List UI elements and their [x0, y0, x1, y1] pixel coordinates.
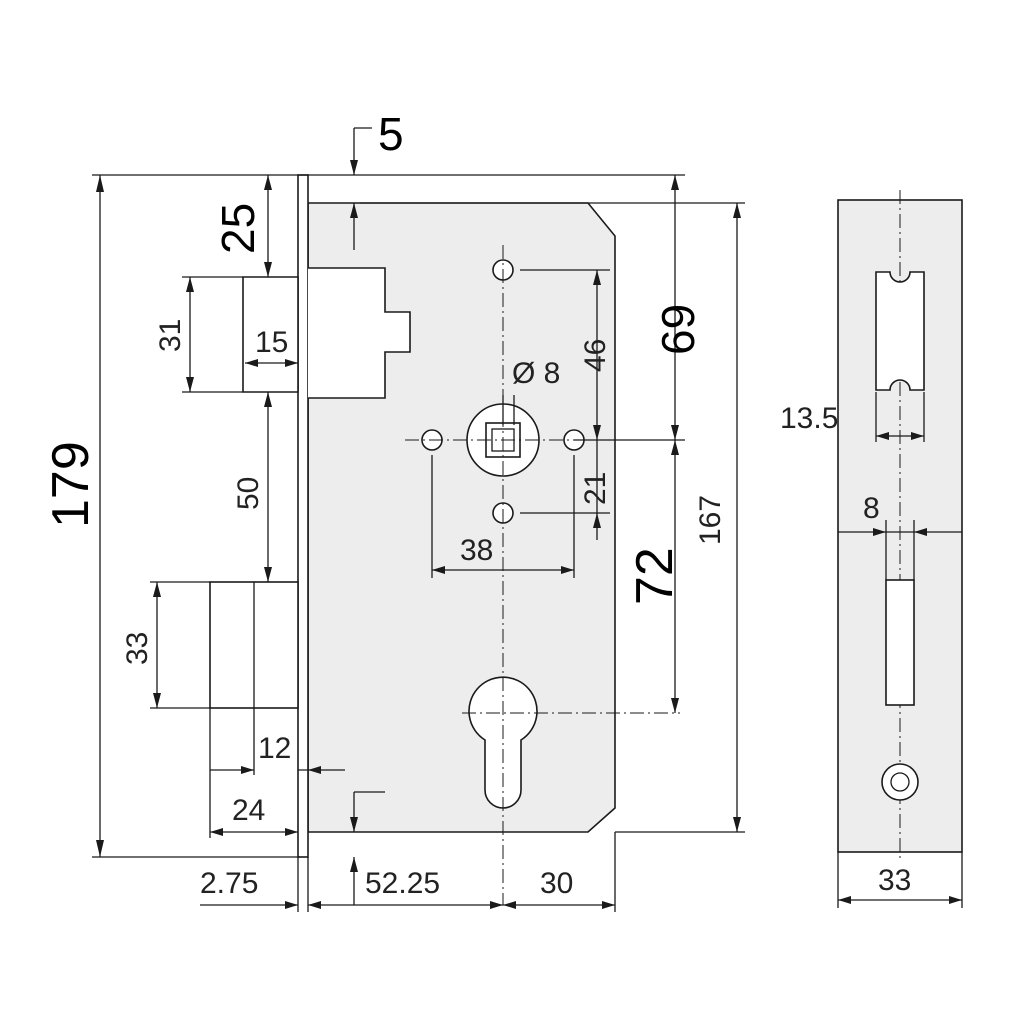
dim-50: 50	[232, 477, 265, 510]
side-view: 13.5 8 33	[780, 190, 963, 908]
dim-15: 15	[255, 326, 288, 359]
dim-33-side: 33	[878, 864, 911, 897]
dim-46: 46	[579, 339, 612, 372]
dim-30: 30	[540, 867, 573, 900]
dim-72: 72	[626, 547, 684, 605]
dim-8-side: 8	[863, 492, 880, 525]
deadbolt-opening	[885, 579, 915, 706]
dim-31: 31	[154, 319, 187, 352]
dim-dia-8: Ø 8	[512, 357, 560, 390]
forend-plate	[297, 174, 309, 858]
cylinder-cutout	[468, 676, 538, 809]
dim-25: 25	[212, 203, 264, 254]
dim-21: 21	[579, 472, 612, 505]
latch-opening	[875, 271, 925, 391]
front-view: 5 25 31 15 179 50 33 12 24 2.75 52.25 30…	[42, 108, 745, 912]
dim-5: 5	[378, 108, 404, 160]
dim-167: 167	[694, 495, 727, 545]
dim-13-5: 13.5	[780, 402, 838, 435]
dim-24: 24	[232, 794, 265, 827]
dim-179: 179	[42, 441, 100, 528]
latch-tail	[308, 267, 411, 399]
dim-69: 69	[652, 304, 704, 355]
dim-33-left: 33	[121, 632, 154, 665]
dim-12: 12	[258, 732, 291, 765]
dim-2-75: 2.75	[200, 867, 258, 900]
dim-52-25: 52.25	[365, 867, 440, 900]
dim-38: 38	[460, 534, 493, 567]
forend-screw	[881, 763, 919, 801]
